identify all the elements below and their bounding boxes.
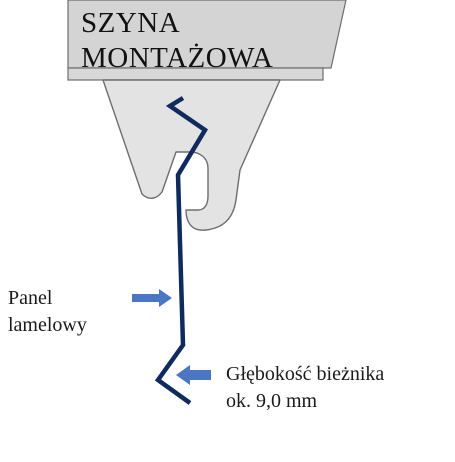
panel-label-line-1: Panel <box>8 287 53 309</box>
rail-clip <box>102 79 281 231</box>
depth-label-line-2: ok. 9,0 mm <box>226 390 318 412</box>
mounting-rail <box>67 0 347 69</box>
lamella-panel-profile <box>154 96 209 405</box>
rail-title-line-2: MONTAŻOWA <box>81 42 274 74</box>
depth-label-line-1: Głębokość bieżnika <box>226 363 385 385</box>
panel-label-line-2: lamelowy <box>8 314 87 336</box>
rail-title-line-1: SZYNA <box>81 7 181 39</box>
depth-pointer-arrow-icon <box>176 365 211 385</box>
panel-pointer-arrow-icon <box>132 289 172 307</box>
